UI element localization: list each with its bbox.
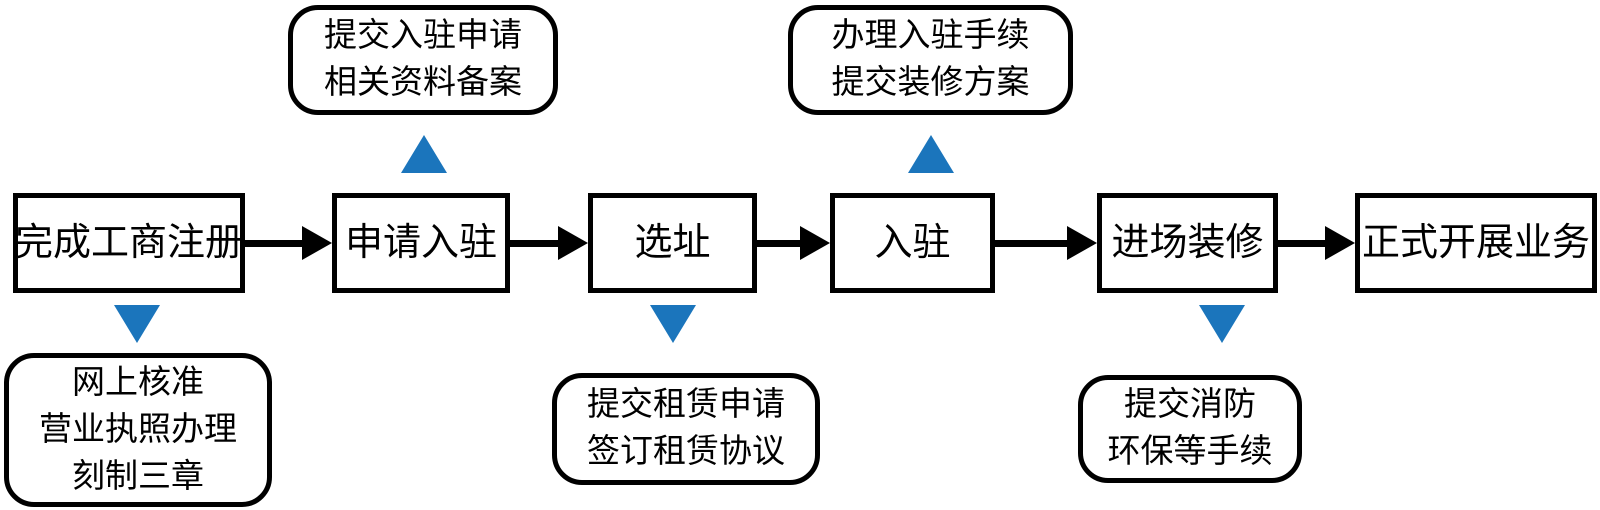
callout-line: 刻制三章 [72,458,204,495]
flow-step-renovation: 进场装修 [1097,193,1278,293]
flow-step-site-selection: 选址 [588,193,757,293]
callout-line: 相关资料备案 [324,65,522,101]
callout-line: 提交装修方案 [831,65,1030,101]
callout-line: 营业执照办理 [39,411,237,448]
flow-step-label: 入驻 [874,222,951,264]
callout-line: 签订租赁协议 [587,434,785,470]
callout-lease-application: 提交租赁申请 签订租赁协议 [552,373,820,485]
arrow-line [1278,240,1327,247]
up-arrow-icon [908,135,954,173]
down-arrow-icon [1199,305,1245,343]
down-arrow-icon [114,305,160,343]
arrow-line [995,240,1069,247]
flow-step-start-business: 正式开展业务 [1355,193,1597,293]
callout-online-approval: 网上核准 营业执照办理 刻制三章 [4,353,272,507]
arrow-line [757,240,802,247]
flow-step-label: 完成工商注册 [15,222,244,264]
arrow-line [245,240,304,247]
up-arrow-icon [401,135,447,173]
right-arrow-icon [1325,226,1355,260]
callout-line: 提交消防 [1124,387,1256,423]
callout-entry-procedures: 办理入驻手续 提交装修方案 [788,5,1073,115]
flow-step-label: 选址 [634,222,711,264]
callout-line: 提交入驻申请 [324,18,522,54]
right-arrow-icon [302,226,332,260]
right-arrow-icon [800,226,830,260]
callout-line: 提交租赁申请 [587,387,785,423]
flow-step-label: 正式开展业务 [1361,222,1590,264]
arrow-line [510,240,560,247]
callout-line: 环保等手续 [1107,434,1273,470]
flow-step-label: 申请入驻 [344,222,497,264]
right-arrow-icon [558,226,588,260]
callout-line: 网上核准 [72,364,204,401]
flow-step-register: 完成工商注册 [13,193,245,293]
callout-line: 办理入驻手续 [831,18,1030,54]
right-arrow-icon [1067,226,1097,260]
callout-fire-environment: 提交消防 环保等手续 [1078,375,1302,483]
flow-step-move-in: 入驻 [830,193,995,293]
callout-entry-application: 提交入驻申请 相关资料备案 [288,5,558,115]
down-arrow-icon [650,305,696,343]
flow-step-apply-entry: 申请入驻 [332,193,510,293]
flow-step-label: 进场装修 [1111,222,1264,264]
